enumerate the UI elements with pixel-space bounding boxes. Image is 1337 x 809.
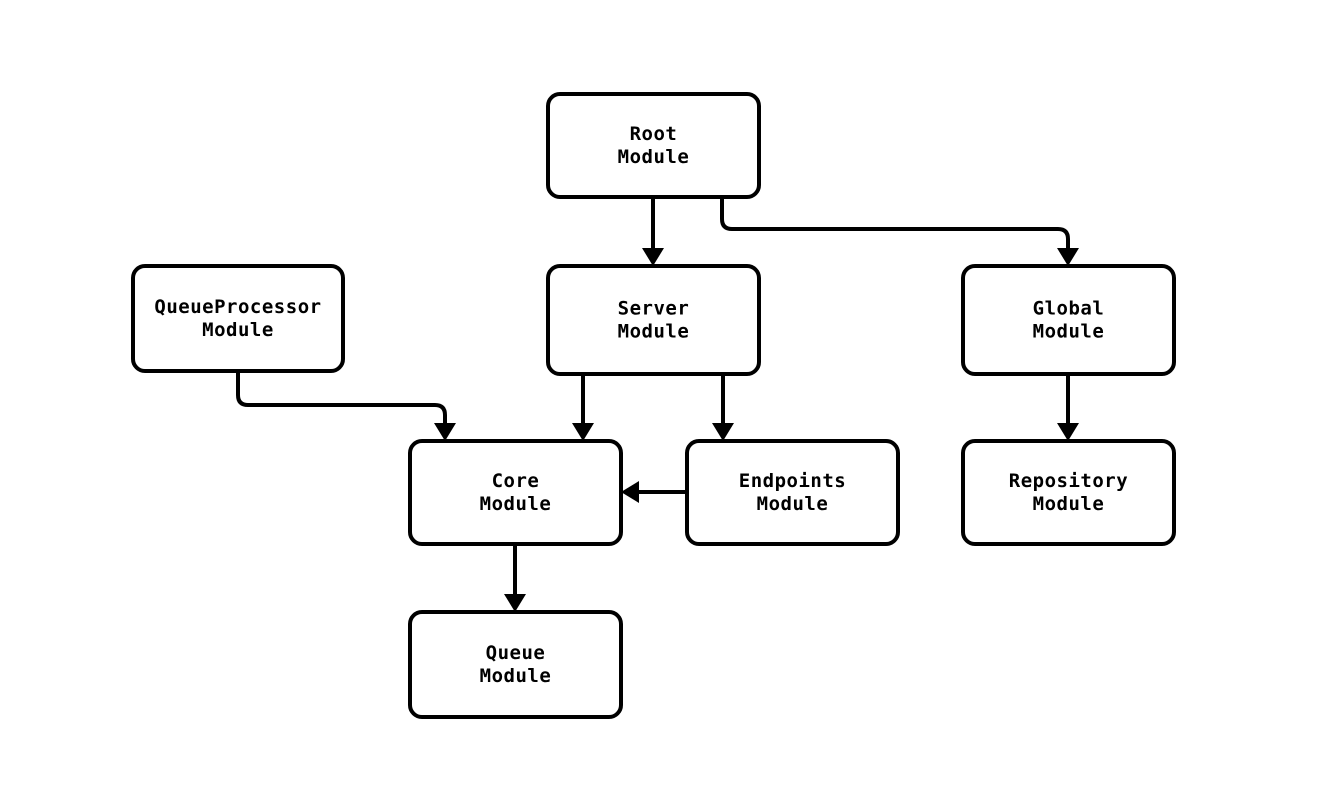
- edge-core-to-queue: [504, 544, 526, 612]
- node-shape[interactable]: [408, 610, 623, 719]
- node-shape[interactable]: [408, 439, 623, 546]
- edge-endpoints-to-core: [621, 481, 687, 503]
- node-label-line1: Queue: [486, 642, 546, 664]
- node-shape[interactable]: [546, 92, 761, 199]
- edge-queueprocessor-to-core: [236, 371, 456, 441]
- node-shape[interactable]: [546, 264, 761, 376]
- node-shape[interactable]: [131, 264, 345, 373]
- arrowhead-icon: [1057, 423, 1079, 441]
- arrowhead-icon: [504, 594, 526, 612]
- node-label-line2: Module: [480, 493, 552, 515]
- edge-root-to-server: [642, 197, 664, 266]
- edge-server-to-core: [572, 374, 594, 441]
- edge-server-to-endpoints: [712, 374, 734, 441]
- node-label-line1: Endpoints: [739, 470, 846, 492]
- edge-global-to-repository: [1057, 374, 1079, 441]
- node-label-line2: Module: [618, 146, 690, 168]
- node-label-line2: Module: [202, 319, 274, 341]
- node-shape[interactable]: [685, 439, 900, 546]
- node-label-line2: Module: [480, 665, 552, 687]
- node-label-line2: Module: [757, 493, 829, 515]
- arrowhead-icon: [1057, 248, 1079, 266]
- arrowhead-icon: [572, 423, 594, 441]
- nodes-layer: RootModuleQueueProcessorModuleServerModu…: [131, 92, 1176, 719]
- node-label-line1: Core: [492, 470, 540, 492]
- edges-layer: [236, 197, 1079, 612]
- arrowhead-icon: [621, 481, 639, 503]
- node-label-line2: Module: [1033, 321, 1105, 343]
- node-shape[interactable]: [961, 439, 1176, 546]
- node-shape[interactable]: [961, 264, 1176, 376]
- node-label-line1: QueueProcessor: [154, 296, 321, 318]
- edge-root-to-global: [720, 197, 1079, 266]
- node-label-line2: Module: [618, 321, 690, 343]
- node-label-line2: Module: [1033, 493, 1105, 515]
- edge-line: [720, 197, 1070, 252]
- node-label-line1: Repository: [1009, 470, 1128, 492]
- arrowhead-icon: [642, 248, 664, 266]
- node-label-line1: Root: [630, 123, 678, 145]
- arrowhead-icon: [712, 423, 734, 441]
- node-label-line1: Server: [618, 298, 690, 320]
- edge-line: [236, 371, 447, 427]
- node-label-line1: Global: [1033, 298, 1105, 320]
- arrowhead-icon: [434, 423, 456, 441]
